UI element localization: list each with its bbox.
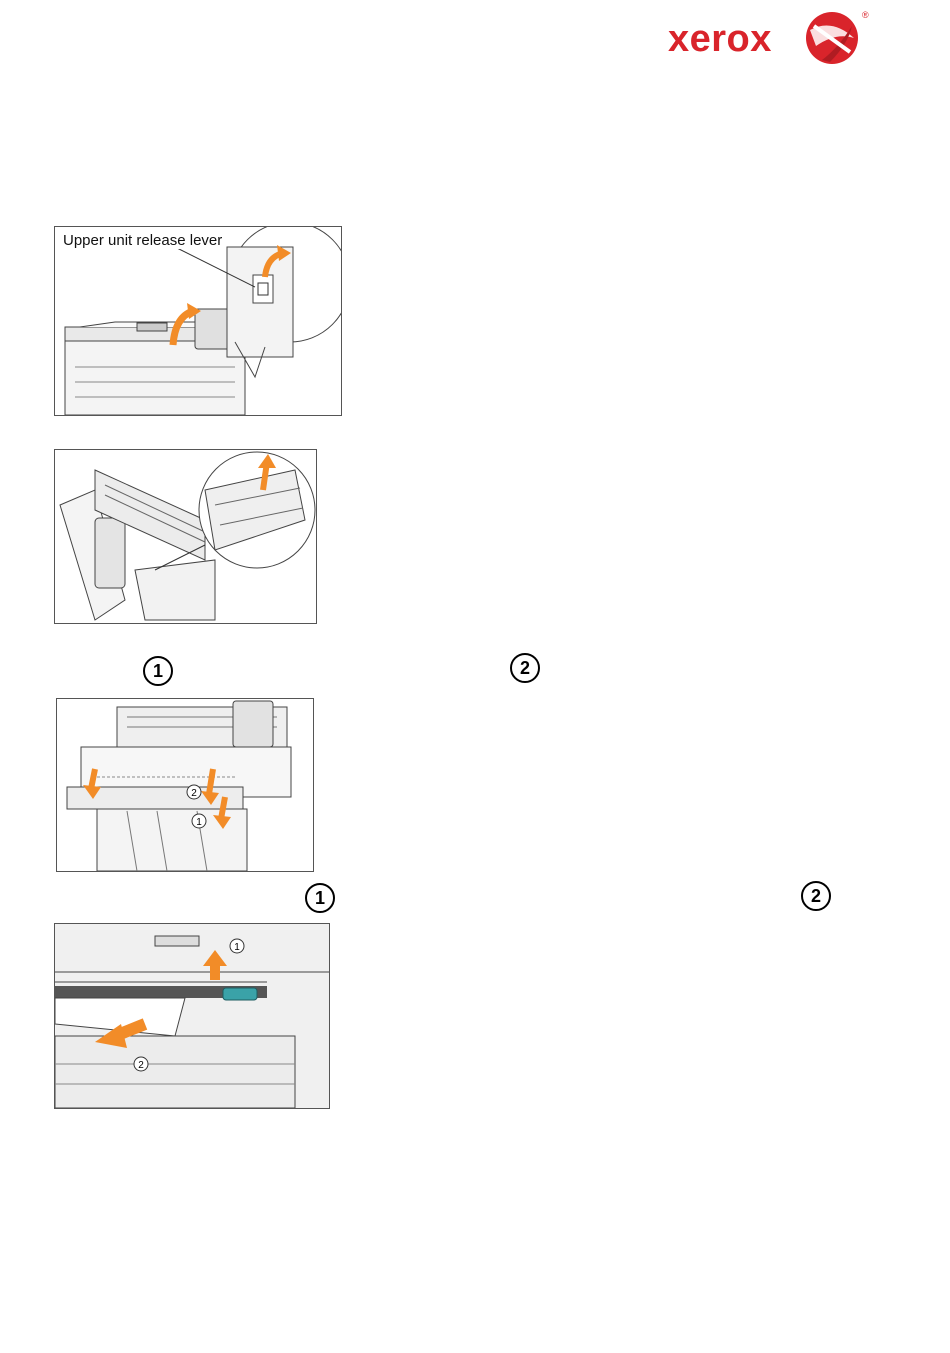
printer-illustration-2 [55, 450, 316, 623]
step-marker-3: 1 [305, 883, 335, 913]
figure-lower-unit-guides: 2 1 [56, 698, 314, 872]
xerox-logo: xerox ® [666, 6, 876, 68]
xerox-ball-icon [802, 8, 862, 68]
logo-wordmark: xerox [668, 18, 772, 61]
figure4-callout-1: 1 [234, 942, 240, 953]
printer-illustration-1 [55, 227, 341, 415]
figure3-callout-1: 1 [196, 817, 202, 828]
figure-paper-removal: 1 2 [54, 923, 330, 1109]
step-marker-4: 2 [801, 881, 831, 911]
registered-mark: ® [862, 10, 869, 20]
printer-illustration-3: 2 1 [57, 699, 313, 871]
figure4-callout-2: 2 [138, 1060, 144, 1071]
step-marker-1: 1 [143, 656, 173, 686]
figure3-callout-2: 2 [191, 788, 197, 799]
figure-upper-unit-release: Upper unit release lever [54, 226, 342, 416]
figure-jam-area-inspection [54, 449, 317, 624]
step-marker-2: 2 [510, 653, 540, 683]
upper-unit-release-lever-label: Upper unit release lever [63, 232, 222, 249]
printer-illustration-4: 1 2 [55, 924, 329, 1108]
